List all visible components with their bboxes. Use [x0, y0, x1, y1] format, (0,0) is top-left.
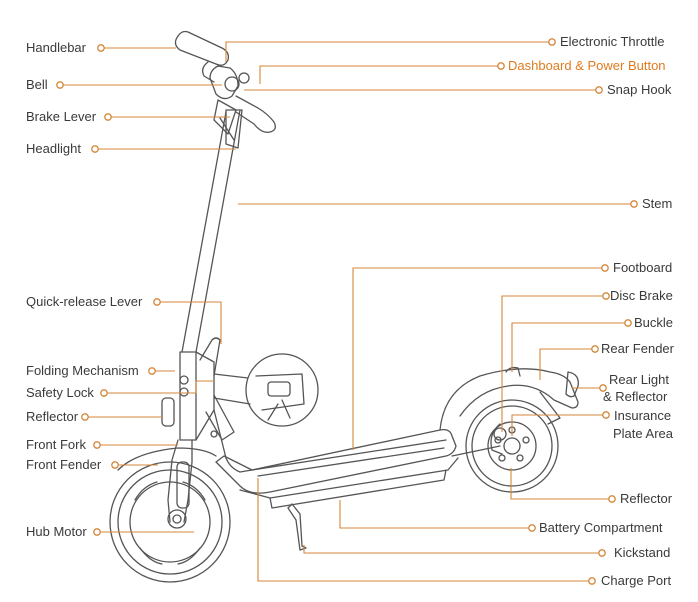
label-disc-brake: Disc Brake	[610, 288, 673, 303]
dot-headlight	[91, 145, 99, 153]
label-rear-light-line2: & Reflector	[603, 389, 668, 404]
dot-rear-reflector	[608, 495, 616, 503]
dot-charge-port	[588, 577, 596, 585]
kickstand	[287, 503, 307, 551]
label-reflector: Reflector	[26, 409, 79, 424]
label-front-fork: Front Fork	[26, 437, 86, 452]
dot-reflector	[81, 413, 89, 421]
label-buckle: Buckle	[634, 315, 674, 330]
scooter-illustration	[109, 30, 579, 583]
dot-snap-hook	[595, 86, 603, 94]
leader-dots	[56, 38, 638, 585]
front-wheel	[109, 461, 231, 583]
label-snap-hook: Snap Hook	[607, 82, 672, 97]
front-lower-frame	[213, 409, 253, 473]
dot-hub-motor	[93, 528, 101, 536]
label-headlight: Headlight	[26, 141, 81, 156]
dot-front-fender	[111, 461, 119, 469]
dot-front-fork	[93, 441, 101, 449]
label-dashboard-power-button: Dashboard & Power Button	[508, 58, 666, 73]
handlebar-assembly	[174, 30, 276, 149]
dot-rear-fender	[591, 345, 599, 353]
dot-rear-light	[599, 384, 607, 392]
rear-fender	[439, 368, 579, 431]
dot-brake-lever	[104, 113, 112, 121]
label-electronic-throttle: Electronic Throttle	[560, 34, 665, 49]
label-rear-fender: Rear Fender	[601, 341, 674, 356]
dot-buckle	[624, 319, 632, 327]
dot-bell	[56, 81, 64, 89]
label-front-fender: Front Fender	[26, 457, 102, 472]
dot-insurance	[602, 411, 610, 419]
front-fork	[167, 439, 193, 523]
dot-safety-lock	[100, 389, 108, 397]
label-rear-reflector: Reflector	[620, 491, 673, 506]
label-quick-release-lever: Quick-release Lever	[26, 294, 143, 309]
label-kickstand: Kickstand	[614, 545, 671, 560]
rear-wheel	[465, 399, 559, 493]
rear-light	[565, 371, 579, 398]
stem	[181, 109, 241, 353]
dot-throttle	[548, 38, 556, 46]
folding-detail-callout	[213, 353, 319, 427]
dot-quick-release	[153, 298, 161, 306]
front-fender	[117, 447, 217, 471]
label-charge-port: Charge Port	[601, 573, 672, 588]
label-hub-motor: Hub Motor	[26, 524, 87, 539]
label-handlebar: Handlebar	[26, 40, 86, 55]
leader-lines	[63, 41, 632, 582]
label-safety-lock: Safety Lock	[26, 385, 94, 400]
label-stem: Stem	[642, 196, 673, 211]
dot-handlebar	[97, 44, 105, 52]
label-battery-compartment: Battery Compartment	[539, 520, 663, 535]
label-brake-lever: Brake Lever	[26, 109, 97, 124]
label-insurance-line1: Insurance	[614, 408, 672, 423]
label-rear-light-line1: Rear Light	[609, 372, 669, 387]
footboard	[215, 428, 459, 509]
disc-brake	[451, 366, 561, 457]
label-insurance-line2: Plate Area	[613, 426, 673, 441]
dot-dashboard	[497, 62, 505, 70]
dot-folding	[148, 367, 156, 375]
dot-disc-brake	[602, 292, 610, 300]
front-reflector	[161, 397, 175, 427]
dot-stem	[630, 200, 638, 208]
label-footboard: Footboard	[613, 260, 673, 275]
label-folding-mechanism: Folding Mechanism	[26, 363, 139, 378]
dot-battery	[528, 524, 536, 532]
hub-motor	[167, 509, 187, 529]
dot-kickstand	[598, 549, 606, 557]
label-bell: Bell	[26, 77, 48, 92]
folding-mechanism	[179, 337, 235, 441]
dot-footboard	[601, 264, 609, 272]
